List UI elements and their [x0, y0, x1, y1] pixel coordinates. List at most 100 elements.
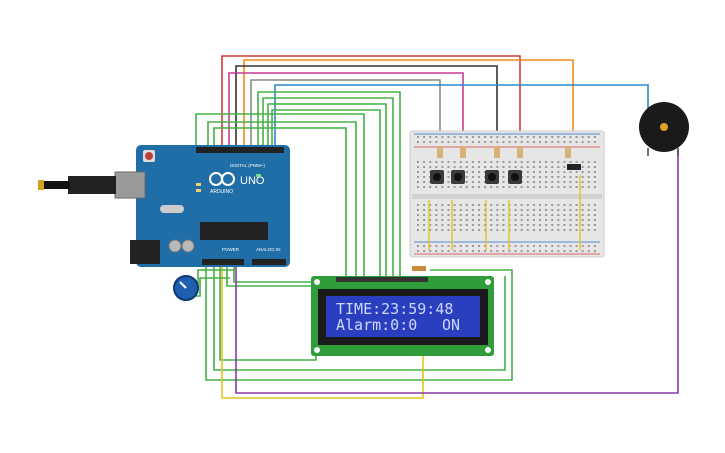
breadboard-hole: [417, 245, 419, 247]
breadboard-hole: [532, 224, 535, 226]
breadboard-hole: [587, 161, 590, 163]
breadboard-hole: [520, 209, 523, 211]
crystal: [160, 205, 184, 213]
breadboard-hole: [496, 141, 499, 143]
breadboard-hole: [514, 161, 517, 163]
wires: [186, 55, 679, 399]
breadboard-hole: [478, 166, 480, 168]
breadboard-hole: [435, 166, 438, 168]
wire-purple: [235, 150, 679, 394]
push-button-1-cap: [433, 173, 441, 181]
breadboard-hole: [423, 186, 426, 188]
breadboard-hole: [502, 171, 505, 173]
breadboard-hole: [484, 214, 487, 216]
lcd-screen: [326, 296, 480, 337]
breadboard-hole: [539, 245, 541, 247]
breadboard-hole: [459, 209, 462, 211]
breadboard-hole: [520, 229, 523, 231]
breadboard-hole: [563, 186, 566, 188]
breadboard-hole: [429, 229, 432, 231]
breadboard-hole: [502, 204, 505, 206]
wire-green-2: [262, 97, 394, 276]
push-button-4-cap: [511, 173, 519, 181]
breadboard-hole: [563, 204, 566, 206]
breadboard-hole: [563, 245, 566, 247]
breadboard-hole: [551, 171, 554, 173]
arduino-uno[interactable]: UNO ARDUINO DIGITAL (PWM~) POWER ANALOG …: [38, 145, 290, 267]
breadboard-hole: [587, 219, 590, 221]
breadboard-hole: [545, 219, 548, 221]
breadboard-hole: [471, 224, 474, 226]
breadboard-hole: [441, 214, 444, 216]
pot-wiper: [179, 281, 187, 289]
breadboard-hole: [459, 204, 462, 206]
breadboard-hole: [575, 229, 578, 231]
breadboard-hole: [478, 171, 480, 173]
breadboard-hole: [459, 224, 462, 226]
piezo-buzzer-icon[interactable]: [639, 102, 689, 156]
breadboard-hole: [539, 250, 541, 252]
breadboard-hole: [447, 141, 450, 143]
breadboard-hole: [551, 209, 554, 211]
breadboard-hole: [441, 166, 444, 168]
wire-green-9: [205, 262, 513, 381]
breadboard-hole: [496, 245, 499, 247]
breadboard-hole: [539, 161, 541, 163]
breadboard-hole: [502, 250, 505, 252]
breadboard-hole: [557, 209, 560, 211]
breadboard-hole: [587, 186, 590, 188]
breadboard-hole: [490, 245, 493, 247]
breadboard-hole: [514, 166, 517, 168]
breadboard-hole: [593, 250, 596, 252]
breadboard-hole: [587, 245, 590, 247]
breadboard-hole: [459, 186, 462, 188]
breadboard-hole: [551, 136, 554, 138]
breadboard-hole: [539, 176, 541, 178]
breadboard-hole: [502, 245, 505, 247]
breadboard-hole: [496, 204, 499, 206]
breadboard-hole: [575, 224, 578, 226]
breadboard-hole: [453, 186, 456, 188]
breadboard-hole: [587, 176, 590, 178]
breadboard-hole: [447, 250, 450, 252]
breadboard-hole: [508, 136, 511, 138]
breadboard-hole: [532, 209, 535, 211]
breadboard-hole: [465, 219, 468, 221]
breadboard-hole: [447, 224, 450, 226]
breadboard-hole: [575, 186, 578, 188]
breadboard-hole: [551, 229, 554, 231]
breadboard-hole: [423, 181, 426, 183]
breadboard-hole: [478, 141, 480, 143]
breadboard-hole: [539, 204, 541, 206]
lcd-mount-hole-tl: [314, 279, 320, 285]
breadboard-hole: [423, 245, 426, 247]
breadboard[interactable]: [409, 130, 605, 258]
breadboard-hole: [539, 141, 541, 143]
breadboard-hole: [514, 219, 517, 221]
breadboard-hole: [484, 219, 487, 221]
resistor-2: [460, 146, 466, 158]
breadboard-hole: [478, 250, 480, 252]
breadboard-hole: [539, 219, 541, 221]
potentiometer-icon[interactable]: [173, 275, 199, 301]
lcd-mount-hole-br: [485, 347, 491, 353]
breadboard-hole: [581, 209, 584, 211]
breadboard-hole: [569, 171, 572, 173]
breadboard-hole: [484, 209, 487, 211]
breadboard-hole: [423, 204, 426, 206]
breadboard-hole: [478, 209, 480, 211]
breadboard-hole: [478, 176, 480, 178]
breadboard-hole: [526, 141, 529, 143]
lcd-16x2[interactable]: TIME:23:59:48 Alarm:0:0 ON: [311, 266, 494, 356]
breadboard-hole: [563, 214, 566, 216]
breadboard-hole: [423, 166, 426, 168]
breadboard-hole: [557, 166, 560, 168]
breadboard-hole: [447, 214, 450, 216]
breadboard-hole: [423, 176, 426, 178]
breadboard-hole: [569, 136, 572, 138]
breadboard-hole: [526, 219, 529, 221]
breadboard-hole: [539, 171, 541, 173]
breadboard-hole: [526, 209, 529, 211]
breadboard-hole: [435, 209, 438, 211]
breadboard-hole: [514, 245, 517, 247]
